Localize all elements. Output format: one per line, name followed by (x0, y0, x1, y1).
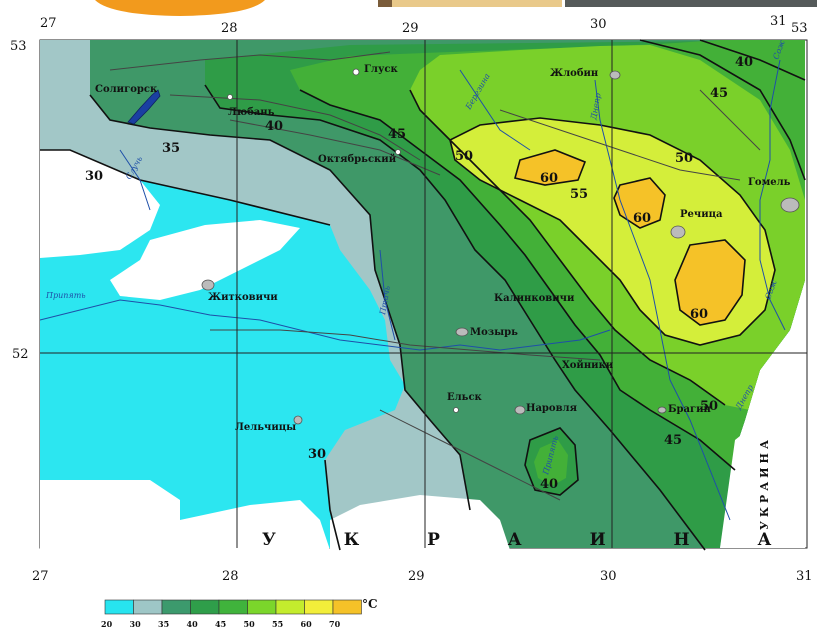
city-label: Ельск (447, 392, 483, 403)
legend-tick-label: 45 (215, 619, 226, 629)
zone-60-70-b (614, 178, 665, 228)
city-label: Речица (680, 209, 723, 220)
legend-tick-label: 50 (244, 619, 256, 629)
lon-label-bottom-30: 30 (600, 569, 617, 584)
isolines (40, 39, 806, 551)
legend-tick-label: 20 (101, 619, 113, 629)
city-label: Хойники (562, 360, 614, 371)
city-label: Любань (228, 107, 275, 118)
isoline-label: 45 (664, 433, 682, 448)
lat-label-left-52: 52 (12, 347, 29, 362)
isoline-label: 60 (633, 211, 651, 226)
lon-label-top-30: 30 (590, 17, 607, 32)
graticule (40, 40, 807, 548)
lon-label-bottom-27: 27 (32, 569, 49, 584)
legend-swatch (332, 599, 362, 615)
isoline-label: 60 (540, 171, 558, 186)
lon-label-top-27: 27 (40, 16, 57, 31)
legend-unit: °C (362, 597, 378, 611)
country-label-ukraine: У К Р А И Н А (262, 530, 802, 550)
city-label: Мозырь (470, 327, 518, 338)
lon-label-top-31: 31 (770, 14, 787, 29)
isoline-label: 60 (690, 307, 708, 322)
zone-60-70-c (675, 240, 745, 325)
top-decorations (95, 0, 817, 16)
railways (109, 51, 761, 501)
lake-soligorsk (127, 89, 161, 125)
isoline-label: 30 (85, 169, 103, 184)
zone-enclave-45 (534, 440, 568, 486)
rivers (39, 59, 786, 521)
city-label: Жлобин (550, 68, 598, 79)
legend-tick-label: 55 (272, 619, 283, 629)
legend-tick-label: 30 (130, 619, 142, 629)
isoline-label: 50 (700, 399, 718, 414)
city-labels: Солигорск Любань Глуск Жлобин Октябрьски… (95, 64, 791, 433)
city-label: Солигорск (95, 84, 158, 95)
city-markers (201, 68, 800, 425)
legend-tick-label: 60 (301, 619, 313, 629)
legend-swatch (161, 599, 191, 615)
legend-swatch (247, 599, 277, 615)
city-label: Гомель (748, 177, 791, 188)
isoline-label: 50 (455, 149, 473, 164)
isoline-label: 50 (675, 151, 693, 166)
city-label: Наровля (526, 403, 578, 414)
legend-tick-label: 35 (158, 619, 169, 629)
lon-label-top-28: 28 (221, 21, 238, 36)
isoline-label: 45 (388, 127, 406, 142)
lon-label-bottom-28: 28 (222, 569, 239, 584)
legend-swatch (304, 599, 334, 615)
lon-label-top-29: 29 (402, 21, 419, 36)
isoline-label: 30 (308, 447, 326, 462)
legend-swatch (190, 599, 220, 615)
isoline-label: 40 (735, 55, 753, 70)
legend-swatch (133, 599, 163, 615)
isoline-label: 35 (162, 141, 180, 156)
isoline-label: 45 (710, 86, 728, 101)
isoline-label: 40 (265, 119, 283, 134)
legend-swatch (104, 599, 134, 615)
city-label: Житковичи (208, 292, 278, 303)
zone-60-70-a (515, 150, 585, 185)
legend: 20 30 35 40 45 50 55 60 70 °C (101, 597, 378, 629)
legend-swatch (218, 599, 248, 615)
city-label: Лельчицы (235, 422, 296, 433)
legend-tick-label: 70 (329, 619, 341, 629)
legend-swatch (275, 599, 305, 615)
river-label-pripyat: Припять (45, 291, 86, 300)
legend-swatches (104, 599, 362, 615)
lat-label-right-53: 53 (791, 21, 808, 36)
blank-areas (40, 150, 805, 550)
city-label: Глуск (364, 64, 398, 75)
city-label: Брагин (668, 404, 711, 415)
lon-label-bottom-29: 29 (408, 569, 425, 584)
isoline-labels: 30 35 40 45 50 55 60 60 60 30 40 45 50 4… (85, 55, 753, 492)
lon-label-bottom-31: 31 (796, 569, 813, 584)
city-label: Калинковичи (494, 293, 575, 304)
country-label-ukraine-vertical: УКРАИНА (758, 436, 771, 530)
city-label: Октябрьский (318, 154, 397, 165)
legend-tick-label: 40 (187, 619, 199, 629)
legend-ticks: 20 30 35 40 45 50 55 60 70 (101, 619, 341, 629)
isoline-label: 55 (570, 187, 588, 202)
lat-label-left-53: 53 (10, 39, 27, 54)
isoline-label: 40 (540, 477, 558, 492)
